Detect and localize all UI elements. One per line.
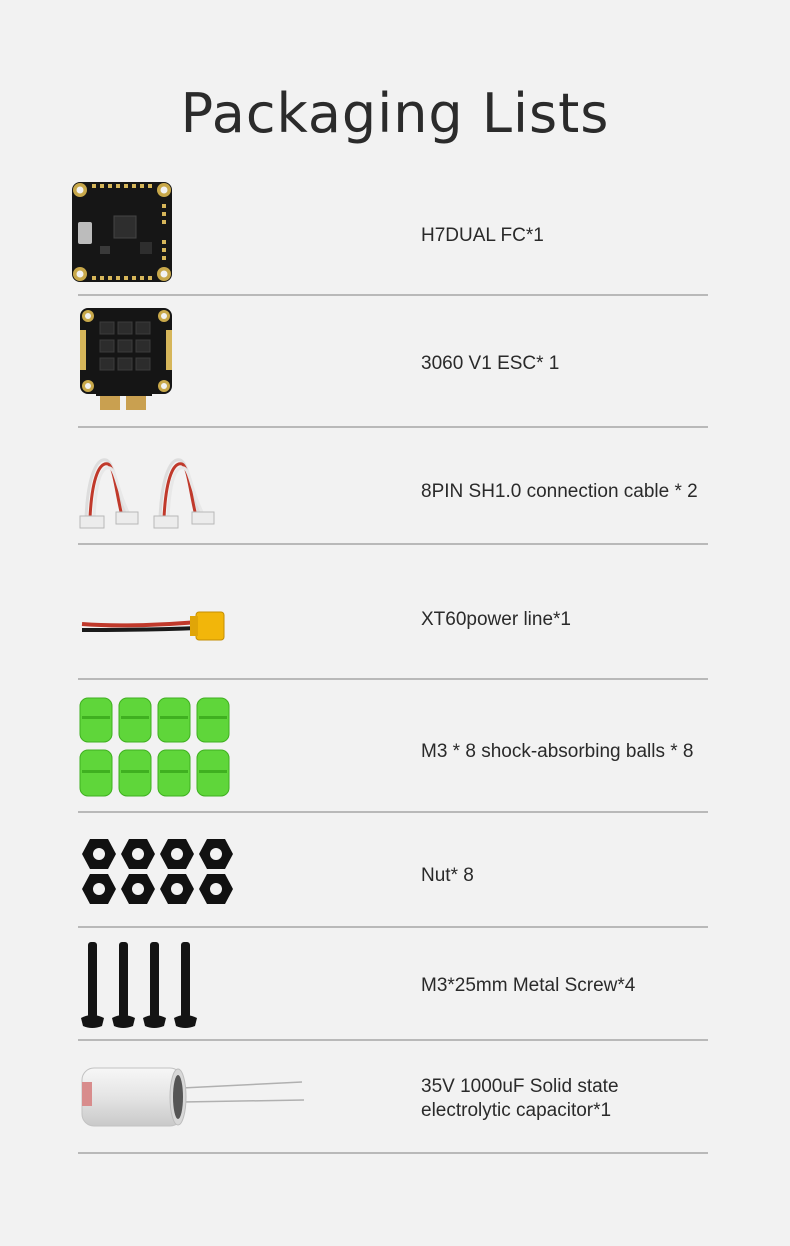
divider <box>78 1152 708 1154</box>
divider <box>78 294 708 296</box>
list-item-esc: 3060 V1 ESC* 1 <box>78 306 708 420</box>
flight-controller-board-icon <box>70 180 174 284</box>
xt60-power-line-icon <box>78 606 228 646</box>
divider <box>78 678 708 680</box>
capacitor-icon <box>78 1062 308 1132</box>
list-item-screws: M3*25mm Metal Screw*4 <box>78 938 708 1032</box>
shock-absorbing-balls-icon <box>78 694 238 800</box>
item-label: 3060 V1 ESC* 1 <box>421 353 560 374</box>
cable-icon <box>78 452 218 536</box>
page-title: Packaging Lists <box>180 82 610 145</box>
list-item-cable: 8PIN SH1.0 connection cable * 2 <box>78 448 708 538</box>
divider <box>78 426 708 428</box>
item-label: M3 * 8 shock-absorbing balls * 8 <box>421 741 694 762</box>
screws-icon <box>78 940 202 1030</box>
list-item-nuts: Nut* 8 <box>78 834 708 914</box>
esc-board-icon <box>78 306 174 418</box>
divider <box>78 1039 708 1041</box>
item-label: 8PIN SH1.0 connection cable * 2 <box>421 481 698 502</box>
nuts-icon <box>78 834 238 908</box>
item-label: H7DUAL FC*1 <box>421 225 544 246</box>
item-label: 35V 1000uF Solid state electrolytic capa… <box>421 1076 619 1121</box>
list-item-flight-controller: H7DUAL FC*1 <box>72 180 708 290</box>
list-item-shock-balls: M3 * 8 shock-absorbing balls * 8 <box>78 694 708 804</box>
divider <box>78 543 708 545</box>
item-label: M3*25mm Metal Screw*4 <box>421 975 636 996</box>
list-item-capacitor: 35V 1000uF Solid state electrolytic capa… <box>78 1060 708 1150</box>
divider <box>78 926 708 928</box>
divider <box>78 811 708 813</box>
item-label: XT60power line*1 <box>421 609 571 630</box>
item-label: Nut* 8 <box>421 865 474 886</box>
list-item-xt60: XT60power line*1 <box>78 590 708 660</box>
